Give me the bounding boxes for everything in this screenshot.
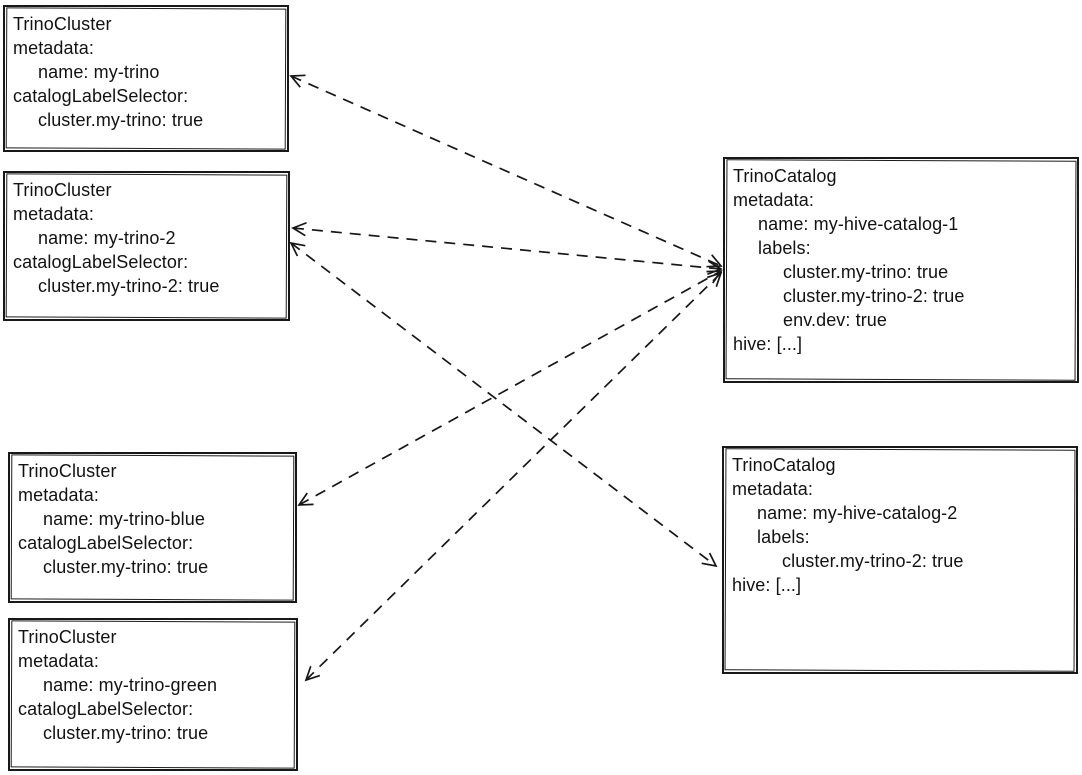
yaml-line: env.dev: true — [783, 310, 888, 330]
node-kind: TrinoCatalog — [733, 166, 837, 186]
yaml-line: metadata: — [18, 651, 99, 671]
node-trino-cluster-my-trino-2: TrinoCluster metadata: name: my-trino-2 … — [3, 171, 290, 321]
yaml-line: name: my-trino — [38, 62, 160, 82]
node-trino-cluster-my-trino-blue: TrinoCluster metadata: name: my-trino-bl… — [8, 452, 297, 603]
node-trino-catalog-my-hive-catalog-1: TrinoCatalog metadata: name: my-hive-cat… — [723, 157, 1079, 383]
yaml-line: cluster.my-trino-2: true — [782, 551, 964, 571]
yaml-line: name: my-hive-catalog-1 — [758, 214, 959, 234]
node-kind: TrinoCluster — [18, 461, 117, 481]
yaml-line: labels: — [757, 527, 810, 547]
edge-my-trino-green--my-hive-catalog-1 — [304, 271, 723, 682]
node-kind: TrinoCluster — [13, 14, 112, 34]
yaml-line: catalogLabelSelector: — [13, 252, 189, 272]
node-trino-cluster-my-trino: TrinoCluster metadata: name: my-trino ca… — [3, 5, 289, 152]
yaml-line: catalogLabelSelector: — [18, 699, 194, 719]
node-kind: TrinoCluster — [13, 180, 112, 200]
yaml-line: cluster.my-trino-2: true — [38, 276, 220, 296]
edge-my-trino-2--my-hive-catalog-1 — [291, 221, 723, 276]
yaml-line: metadata: — [13, 204, 94, 224]
node-kind: TrinoCluster — [18, 627, 117, 647]
yaml-line: cluster.my-trino-2: true — [783, 286, 965, 306]
node-trino-cluster-my-trino-green: TrinoCluster metadata: name: my-trino-gr… — [8, 618, 298, 771]
edge-my-trino--my-hive-catalog-1 — [289, 74, 723, 268]
yaml-line: hive: [...] — [732, 575, 802, 595]
yaml-line: cluster.my-trino: true — [43, 723, 209, 743]
yaml-line: labels: — [758, 238, 811, 258]
yaml-line: name: my-trino-2 — [38, 228, 176, 248]
yaml-line: cluster.my-trino: true — [783, 262, 949, 282]
yaml-line: metadata: — [733, 190, 814, 210]
yaml-line: catalogLabelSelector: — [18, 533, 194, 553]
yaml-line: name: my-hive-catalog-2 — [757, 503, 958, 523]
yaml-line: name: my-trino-green — [43, 675, 218, 695]
yaml-line: metadata: — [732, 479, 813, 499]
node-kind: TrinoCatalog — [732, 455, 836, 475]
yaml-line: catalogLabelSelector: — [13, 86, 189, 106]
edge-my-trino-2--my-hive-catalog-2 — [289, 241, 718, 568]
yaml-line: metadata: — [18, 485, 99, 505]
yaml-line: cluster.my-trino: true — [43, 557, 209, 577]
yaml-line: hive: [...] — [733, 334, 803, 354]
edge-my-trino-blue--my-hive-catalog-1 — [297, 270, 723, 506]
yaml-line: name: my-trino-blue — [43, 509, 205, 529]
node-trino-catalog-my-hive-catalog-2: TrinoCatalog metadata: name: my-hive-cat… — [722, 446, 1078, 674]
yaml-line: metadata: — [13, 38, 94, 58]
yaml-line: cluster.my-trino: true — [38, 110, 204, 130]
